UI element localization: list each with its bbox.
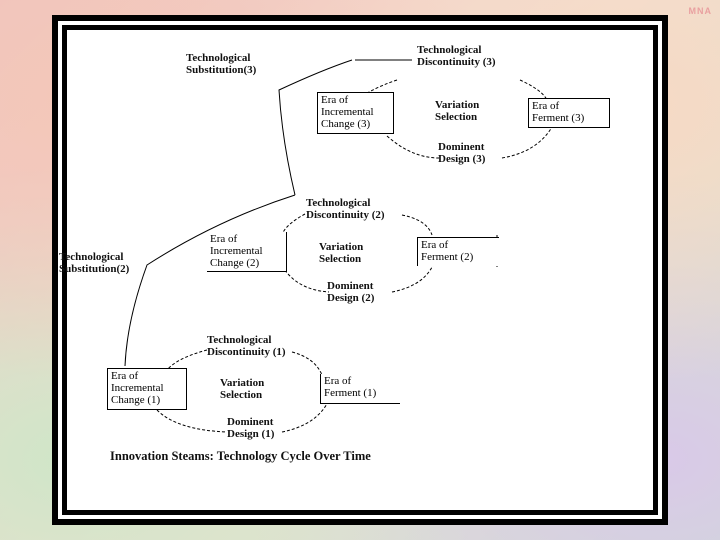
variation-3-label: Variation Selection	[435, 99, 480, 123]
variation-1-label: Variation Selection	[220, 377, 265, 401]
ferment-3-box: Era of Ferment (3)	[528, 98, 610, 128]
variation-2-label: Variation Selection	[319, 241, 364, 265]
diagram-caption: Innovation Steams: Technology Cycle Over…	[110, 449, 371, 463]
discontinuity-1-label: Technological Discontinuity (1)	[207, 334, 286, 358]
ferment-1-box: Era of Ferment (1)	[320, 374, 400, 404]
ferment-2-box: Era of Ferment (2)	[417, 237, 499, 266]
dominant-2-label: Dominent Design (2)	[327, 280, 375, 304]
substitution-3-label: Technological Substitution(3)	[186, 52, 257, 76]
incremental-3-box: Era of Incremental Change (3)	[317, 92, 394, 134]
slide-frame: Technological Discontinuity (3) Technolo…	[52, 15, 668, 525]
dominant-1-label: Dominent Design (1)	[227, 416, 275, 440]
substitution-2-label: Technological Substitution(2)	[59, 251, 130, 275]
watermark-logo: MNA	[688, 6, 712, 16]
discontinuity-3-label: Technological Discontinuity (3)	[417, 44, 496, 68]
discontinuity-2-label: Technological Discontinuity (2)	[306, 197, 385, 221]
incremental-1-box: Era of Incremental Change (1)	[107, 368, 187, 410]
incremental-2-box: Era of Incremental Change (2)	[207, 232, 287, 272]
dominant-3-label: Dominent Design (3)	[438, 141, 486, 165]
diagram-canvas: Technological Discontinuity (3) Technolo…	[59, 30, 653, 510]
